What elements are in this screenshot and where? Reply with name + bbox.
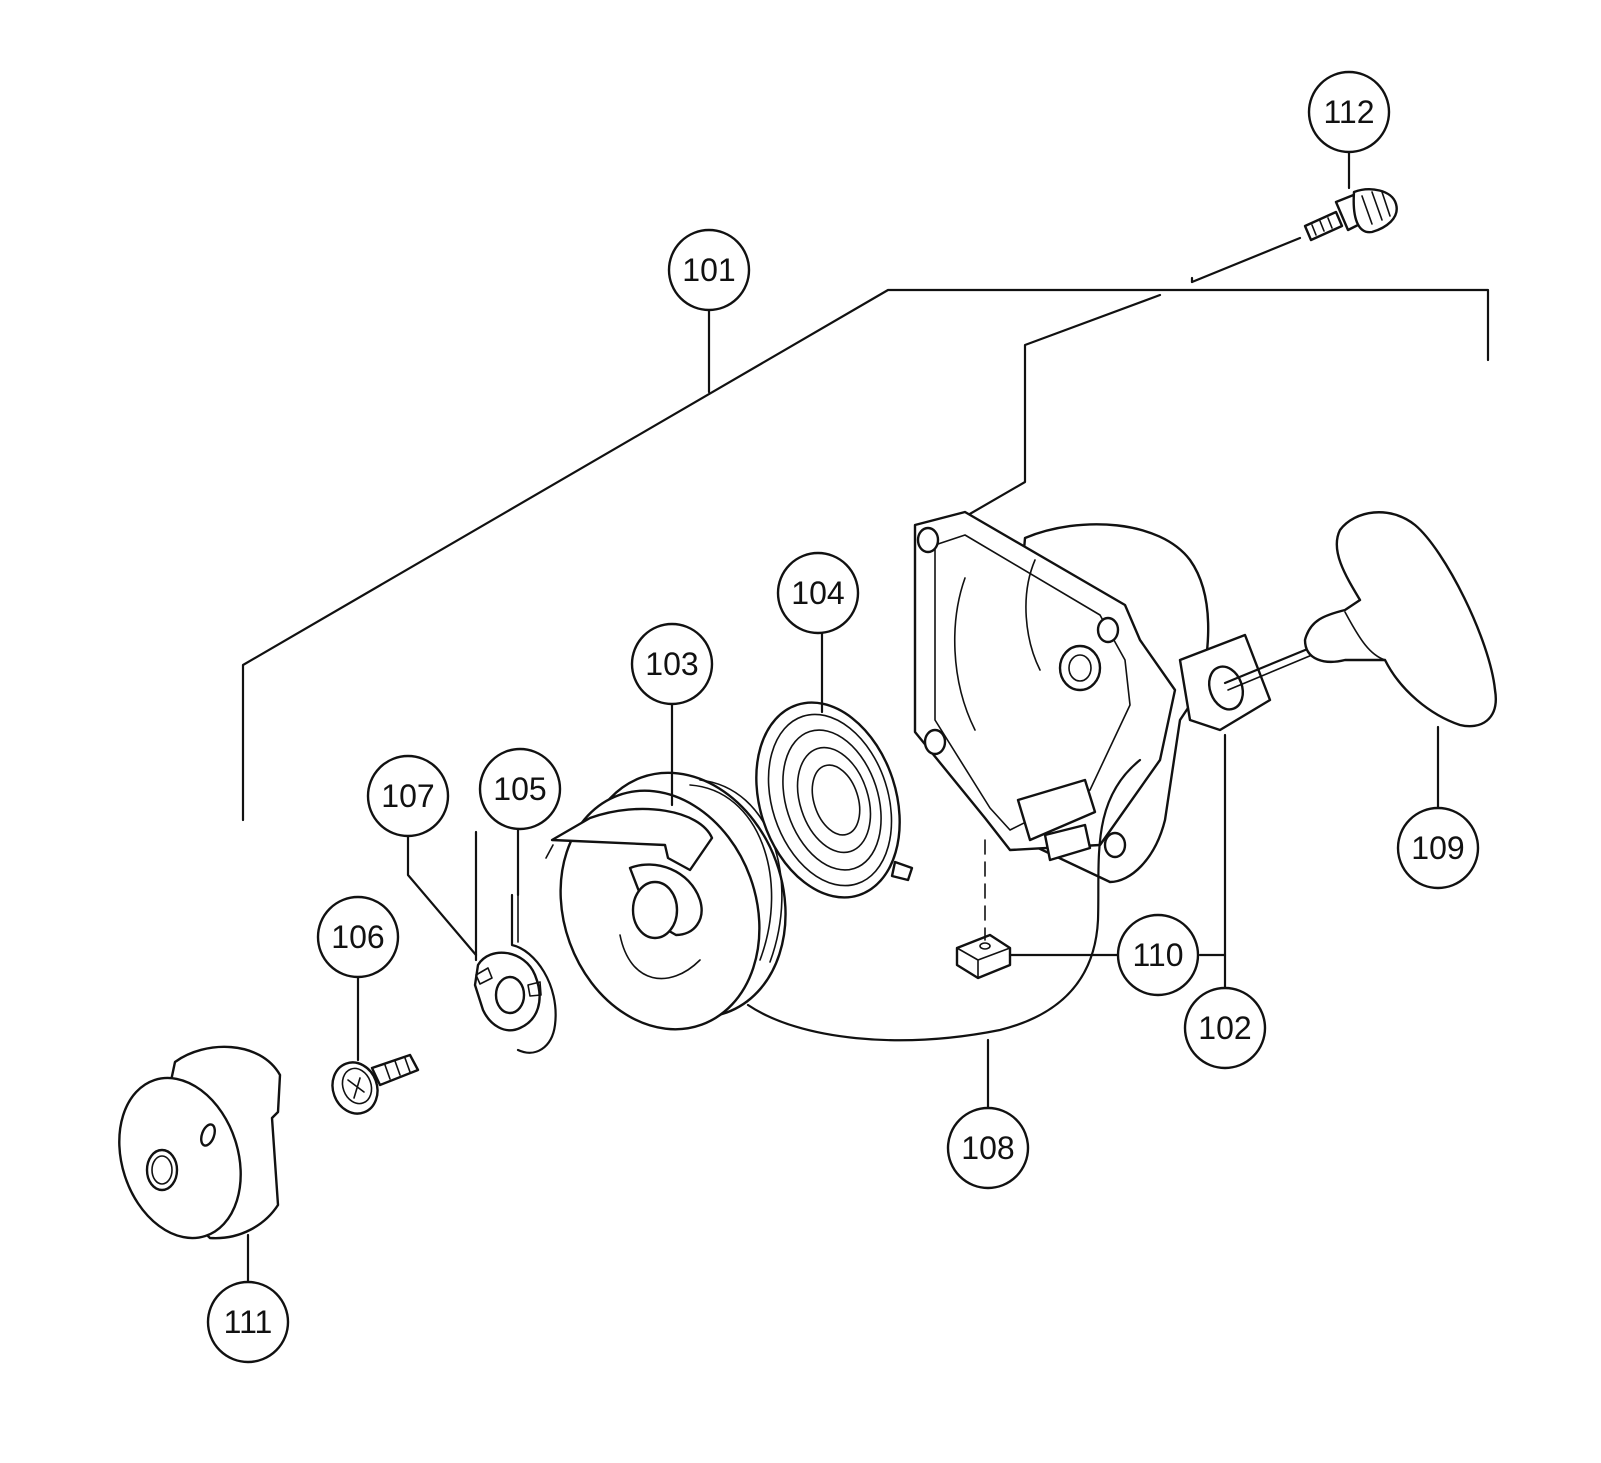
callout-109: 109 <box>1396 806 1480 890</box>
part-109-handle <box>1223 511 1497 728</box>
part-112-bolt <box>1303 188 1398 242</box>
part-104-spring <box>755 701 914 899</box>
callout-111: 111 <box>206 1280 290 1364</box>
svg-text:105: 105 <box>493 771 546 807</box>
svg-text:107: 107 <box>381 778 434 814</box>
housing-bracket <box>966 293 1162 517</box>
svg-text:104: 104 <box>791 575 844 611</box>
callout-110: 110 <box>1116 913 1200 997</box>
callout-104: 104 <box>776 551 860 635</box>
callout-106: 106 <box>316 895 400 979</box>
callout-103: 103 <box>630 622 714 706</box>
part-105-spring-clip <box>510 893 557 1054</box>
svg-text:112: 112 <box>1323 94 1374 130</box>
svg-text:109: 109 <box>1411 830 1464 866</box>
callout-112: 112 <box>1307 70 1391 154</box>
svg-text:108: 108 <box>961 1130 1014 1166</box>
svg-text:110: 110 <box>1132 937 1183 973</box>
part-107-ratchet <box>473 951 542 1032</box>
part-102-housing <box>913 510 1272 884</box>
svg-text:111: 111 <box>224 1304 273 1340</box>
svg-text:102: 102 <box>1198 1010 1251 1046</box>
part-111-pulley <box>118 1045 282 1240</box>
assembly-bracket-101 <box>241 236 1490 822</box>
callout-105: 105 <box>478 747 562 831</box>
callout-101: 101 <box>667 228 751 312</box>
part-108-rope <box>746 758 1142 1042</box>
part-110-guide <box>955 839 1012 980</box>
svg-text:103: 103 <box>645 646 698 682</box>
part-106-screw <box>331 1053 420 1115</box>
callout-102: 102 <box>1183 986 1267 1070</box>
callout-108: 108 <box>946 1106 1030 1190</box>
svg-text:101: 101 <box>682 252 735 288</box>
part-103-reel <box>545 771 787 1031</box>
callout-107: 107 <box>366 754 450 838</box>
leader-102 <box>1198 733 1227 992</box>
svg-text:106: 106 <box>331 919 384 955</box>
